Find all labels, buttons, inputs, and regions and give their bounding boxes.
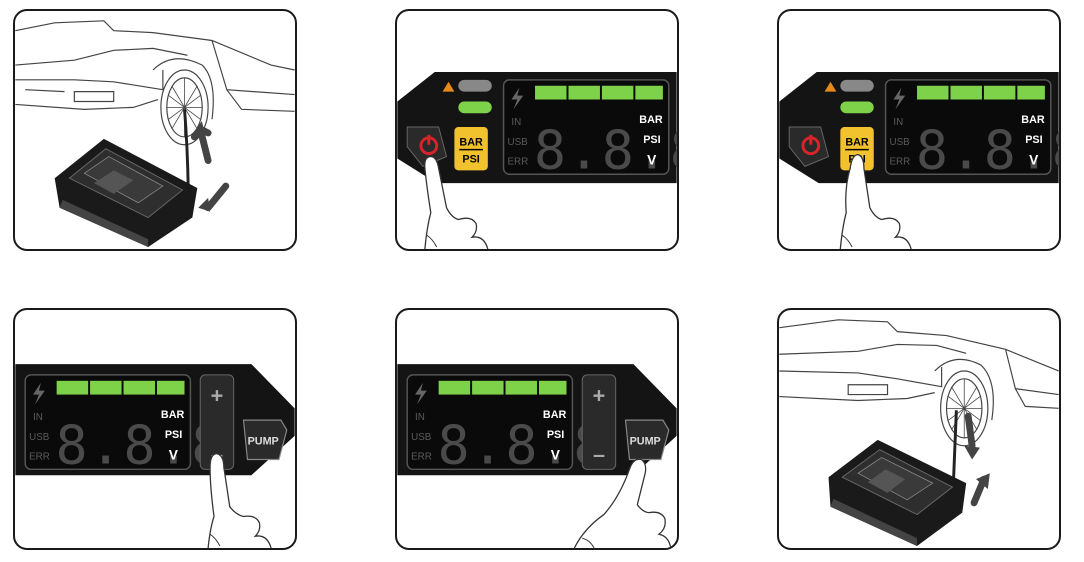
battery-bar-3: [123, 380, 155, 395]
battery-bar-4: [538, 380, 567, 395]
indicator-light-green: [458, 101, 492, 114]
err-label: ERR: [29, 451, 50, 462]
car-wheel-inflator-icon: [779, 319, 1059, 547]
hand-pointer-icon: [573, 458, 672, 548]
lcd-digits: 8.8.8: [56, 414, 226, 476]
err-label: ERR: [507, 156, 528, 167]
battery-bar-4: [1017, 85, 1045, 100]
car-wheel-inflator-icon: [15, 20, 295, 248]
lcd-psi-label: PSI: [1025, 134, 1042, 146]
battery-bar-1: [438, 380, 471, 395]
in-label: IN: [511, 117, 521, 128]
pump-button-label: PUMP: [248, 436, 279, 448]
lcd-digits: 8.8.8: [534, 119, 677, 181]
pump-button[interactable]: PUMP: [242, 419, 288, 461]
indicator-light-gray: [840, 79, 874, 92]
battery-bar-3: [505, 380, 537, 395]
battery-bar-3: [601, 85, 634, 100]
step-panel-connect-hose: [13, 9, 297, 251]
pump-button[interactable]: PUMP: [624, 419, 670, 461]
plus-button[interactable]: +: [211, 382, 224, 407]
lcd-display: IN USB ERR 8.8.8 BAR PSI V: [884, 79, 1059, 181]
step-panel-disconnect-hose: [777, 308, 1061, 550]
battery-bar-1: [535, 85, 567, 100]
lcd-v-label: V: [551, 447, 561, 462]
lightning-icon: [415, 382, 427, 405]
unit-button[interactable]: BAR PSI: [454, 127, 488, 171]
indicator-light-gray: [458, 79, 492, 92]
battery-bar-1: [917, 85, 949, 100]
lightning-icon: [893, 87, 906, 110]
lcd-v-label: V: [647, 152, 657, 167]
battery-bar-2: [568, 85, 600, 100]
inflator-device: [54, 138, 198, 248]
lcd-psi-label: PSI: [165, 429, 182, 441]
battery-bar-2: [950, 85, 982, 100]
lcd-bar-label: BAR: [161, 409, 185, 421]
step-panel-press-power: BAR PSI IN USB ERR 8.8.8 BAR PSI V: [395, 9, 679, 251]
battery-bar-2: [90, 380, 122, 395]
hand-pointer-icon: [207, 452, 272, 548]
battery-bar-4: [156, 380, 185, 395]
minus-button[interactable]: –: [593, 441, 605, 466]
lcd-bar-label: BAR: [1021, 114, 1045, 126]
lcd-psi-label: PSI: [643, 134, 660, 146]
pump-button-label: PUMP: [630, 436, 661, 448]
battery-bar-2: [472, 380, 504, 395]
in-label: IN: [33, 412, 43, 423]
err-label: ERR: [889, 156, 910, 167]
hand-pointer-icon: [839, 153, 912, 249]
usb-label: USB: [29, 432, 50, 443]
lcd-display: IN USB ERR 8.8.8 BAR PSI V: [24, 374, 226, 476]
lightning-icon: [33, 382, 45, 405]
lcd-display: IN USB ERR 8.8.8 BAR PSI V: [406, 374, 608, 476]
lcd-bar-label: BAR: [543, 409, 567, 421]
usb-label: USB: [889, 137, 910, 148]
err-label: ERR: [411, 451, 432, 462]
usb-label: USB: [411, 432, 432, 443]
lcd-psi-label: PSI: [547, 429, 564, 441]
lcd-display: IN USB ERR 8.8.8 BAR PSI V: [502, 79, 677, 181]
indicator-light-green: [840, 101, 874, 114]
lcd-digits: 8.8.8: [916, 119, 1059, 181]
unit-button-bar-label: BAR: [459, 137, 483, 149]
lcd-digits: 8.8.8: [438, 414, 608, 476]
battery-bar-4: [635, 85, 663, 100]
inflator-device: [828, 439, 967, 547]
plus-button[interactable]: +: [593, 382, 606, 407]
plus-minus-control[interactable]: + –: [581, 374, 617, 470]
unit-button-psi-label: PSI: [462, 153, 479, 165]
step-panel-press-unit: BAR PSI IN USB ERR 8.8.8 BAR PSI V: [777, 9, 1061, 251]
in-label: IN: [893, 117, 903, 128]
unit-button-bar-label: BAR: [845, 137, 869, 149]
lcd-bar-label: BAR: [639, 114, 663, 126]
hand-pointer-icon: [424, 155, 489, 249]
warning-indicator-icon: [824, 81, 837, 92]
step-panel-press-pump: IN USB ERR 8.8.8 BAR PSI V + – PUMP: [395, 308, 679, 550]
usb-label: USB: [507, 137, 528, 148]
warning-indicator-icon: [442, 81, 455, 92]
plus-minus-control[interactable]: + –: [199, 374, 235, 470]
power-button[interactable]: [788, 126, 830, 167]
lcd-v-label: V: [169, 447, 179, 462]
battery-bar-1: [56, 380, 89, 395]
lcd-v-label: V: [1029, 152, 1039, 167]
battery-bar-3: [983, 85, 1016, 100]
lightning-icon: [511, 87, 524, 110]
in-label: IN: [415, 412, 425, 423]
step-panel-adjust-pressure: IN USB ERR 8.8.8 BAR PSI V + – PUMP: [13, 308, 297, 550]
